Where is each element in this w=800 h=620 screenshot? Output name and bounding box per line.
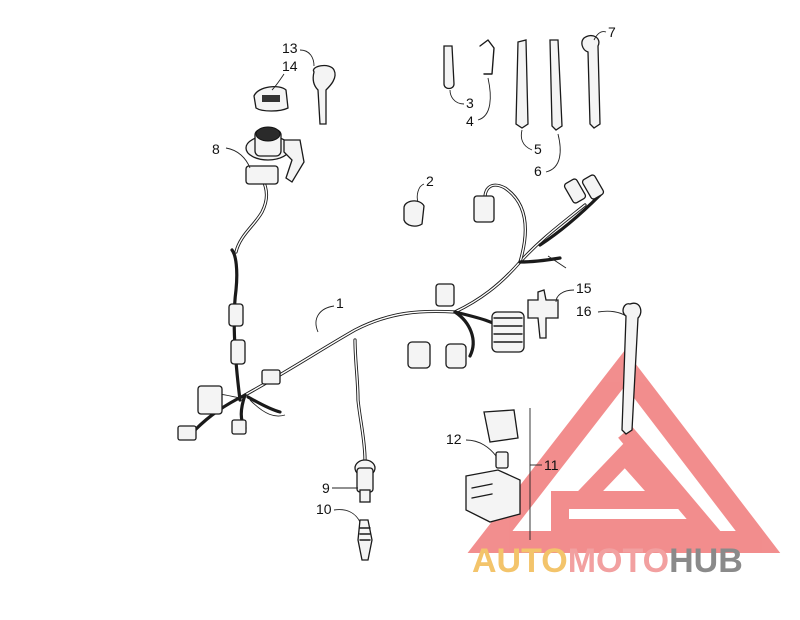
connector-upper-left — [228, 303, 244, 327]
callout-12: 12 — [446, 431, 462, 447]
connector-relay-right — [445, 343, 467, 369]
harness-connectors — [177, 174, 605, 441]
sensor-part-9 — [354, 459, 376, 503]
callout-7: 7 — [608, 24, 616, 40]
watermark-moto: MOTO — [568, 542, 669, 580]
callout-13: 13 — [282, 40, 298, 56]
cable-tie-7 — [581, 34, 601, 129]
callout-16: 16 — [576, 303, 592, 319]
callout-6: 6 — [534, 163, 542, 179]
connector-trunk — [261, 369, 281, 385]
cable-clips-and-ties — [443, 34, 601, 131]
watermark-logo — [467, 349, 781, 553]
callout-5: 5 — [534, 141, 542, 157]
callouts: 1 2 3 4 5 6 7 8 9 10 11 12 — [212, 24, 627, 540]
cable-tie-part-16 — [621, 302, 642, 435]
relay-cover — [483, 409, 519, 443]
watermark-hub: HUB — [669, 542, 743, 580]
connector-center — [435, 283, 455, 307]
bracket-part-15 — [527, 289, 559, 339]
relay-body — [465, 469, 521, 523]
terminal-part-10 — [357, 519, 373, 561]
watermark-auto: AUTO — [472, 542, 568, 580]
cable-tie-5 — [515, 39, 529, 129]
connector-middle-left — [230, 339, 246, 365]
connector-top — [473, 195, 495, 223]
main-wiring-harness — [193, 176, 602, 462]
callout-10: 10 — [316, 501, 332, 517]
clip-4 — [479, 39, 495, 75]
callout-15: 15 — [576, 280, 592, 296]
connector-bundle — [197, 385, 223, 415]
connector-right-2 — [581, 174, 605, 200]
callout-9: 9 — [322, 480, 330, 496]
relay-part-11 — [465, 409, 521, 523]
cable-tie-6 — [549, 39, 563, 131]
callout-8: 8 — [212, 141, 220, 157]
connector-small-left — [231, 419, 247, 435]
connector-end-left — [177, 425, 197, 441]
ignition-switch — [245, 126, 305, 185]
connector-relay-left — [407, 341, 431, 369]
connector-right-1 — [563, 178, 587, 204]
connector-part-2 — [403, 200, 425, 227]
callout-3: 3 — [466, 95, 474, 111]
watermark-text: AUTOMOTOHUB — [472, 542, 743, 580]
clip-3 — [443, 45, 455, 90]
callout-2: 2 — [426, 173, 434, 189]
ignition-key — [312, 64, 336, 125]
callout-14: 14 — [282, 58, 298, 74]
key-and-cover — [253, 64, 336, 125]
callout-11: 11 — [544, 457, 559, 473]
callout-4: 4 — [466, 113, 474, 129]
callout-1: 1 — [336, 295, 344, 311]
